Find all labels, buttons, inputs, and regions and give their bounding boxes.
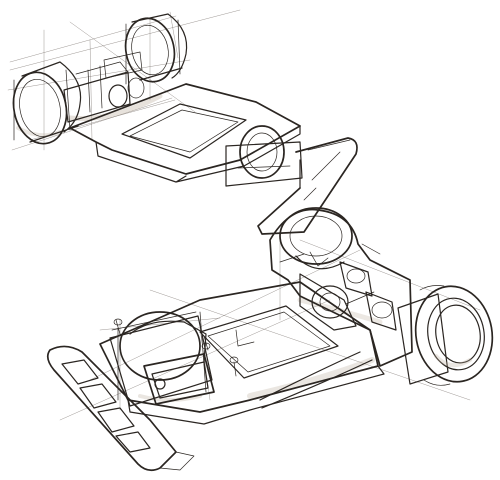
front-bumper <box>46 345 195 472</box>
motor-housing <box>269 207 413 367</box>
link-wires <box>259 351 373 409</box>
upper-chassis-plate <box>69 83 301 183</box>
front-wheel-block <box>109 311 239 407</box>
rear-gearbox <box>63 51 145 123</box>
upper-chassis-view <box>7 9 358 235</box>
center-roller <box>225 125 303 187</box>
upper-connector-arm <box>257 137 358 235</box>
construction-lines <box>7 9 241 151</box>
lower-chassis-plate <box>99 281 385 425</box>
lower-chassis-view <box>46 207 494 472</box>
front-right-wheel <box>397 285 494 386</box>
